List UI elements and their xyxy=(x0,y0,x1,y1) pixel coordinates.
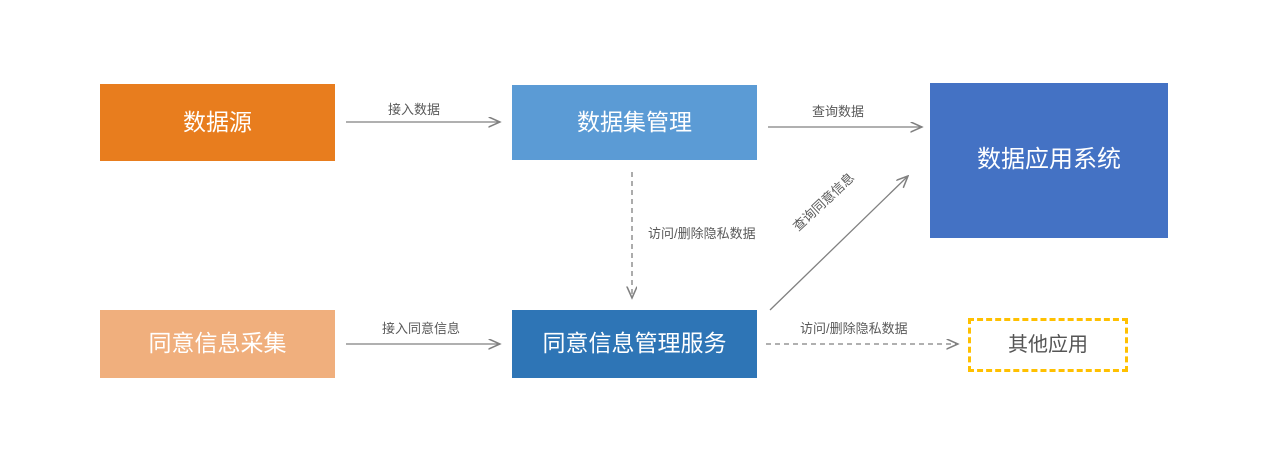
node-consent-management-service[interactable]: 同意信息管理服务 xyxy=(512,310,757,378)
node-dataset-management[interactable]: 数据集管理 xyxy=(512,85,757,160)
edge-label-query-data: 查询数据 xyxy=(812,104,865,119)
edge-label-ingest-data: 接入数据 xyxy=(388,102,441,117)
node-data-application-system-label: 数据应用系统 xyxy=(977,146,1121,174)
node-consent-collection[interactable]: 同意信息采集 xyxy=(100,310,335,378)
node-consent-management-service-label: 同意信息管理服务 xyxy=(542,330,727,357)
node-data-source[interactable]: 数据源 xyxy=(100,84,335,161)
node-data-source-label: 数据源 xyxy=(183,108,252,135)
node-dataset-management-label: 数据集管理 xyxy=(577,108,692,135)
edge-label-ingest-consent-info: 接入同意信息 xyxy=(382,321,461,336)
edge-label-access-delete-private-data-vertical: 访问/删除隐私数据 xyxy=(648,226,756,241)
node-other-application[interactable]: 其他应用 xyxy=(968,318,1128,372)
node-data-application-system[interactable]: 数据应用系统 xyxy=(930,83,1168,238)
edge-label-query-consent-info: 查询同意信息 xyxy=(789,169,858,234)
node-other-application-label: 其他应用 xyxy=(1008,334,1088,356)
node-consent-collection-label: 同意信息采集 xyxy=(148,330,287,357)
edge-label-access-delete-private-data-horizontal: 访问/删除隐私数据 xyxy=(800,321,908,336)
